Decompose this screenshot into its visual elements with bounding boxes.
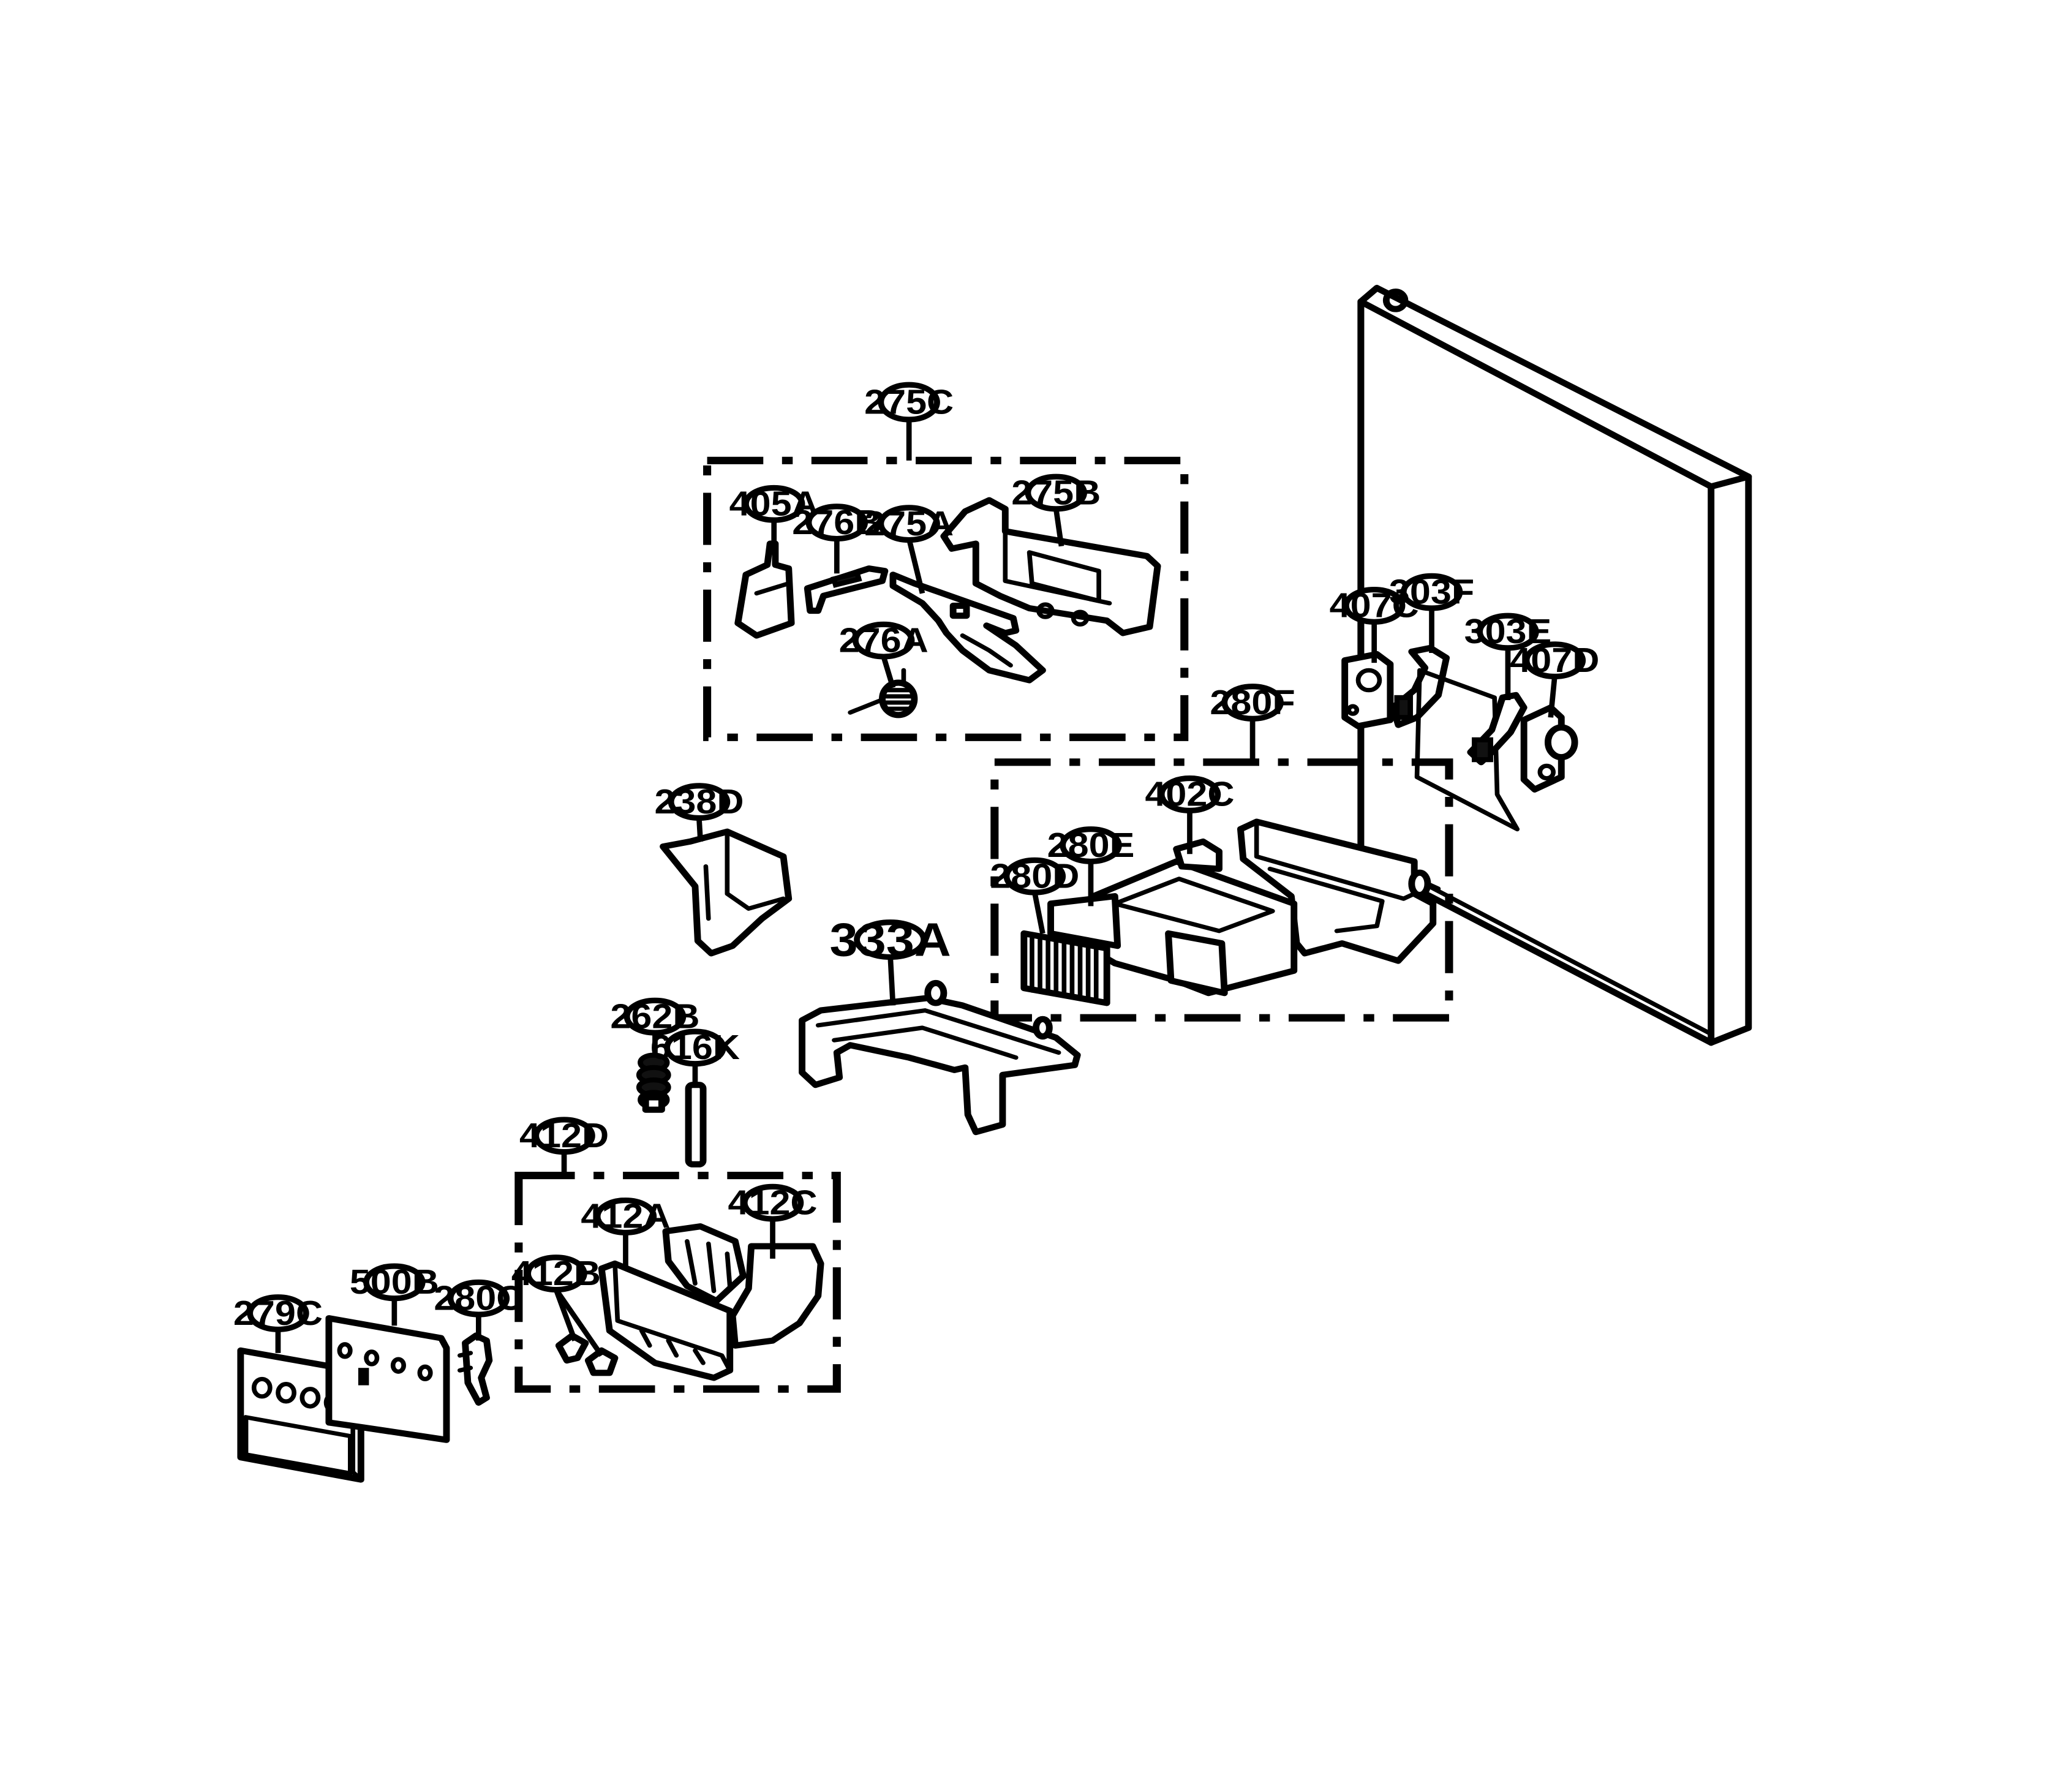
svg-text:412D: 412D [519, 1117, 609, 1155]
callout-275c: 275C [864, 382, 954, 423]
callout-402c: 402C [1145, 775, 1234, 814]
part-280d-filter [1020, 893, 1121, 1006]
part-616k [685, 1082, 707, 1167]
callout-280c: 280C [434, 1279, 523, 1318]
part-407c [1341, 651, 1394, 730]
svg-text:280E: 280E [1047, 826, 1135, 865]
part-405a [734, 540, 795, 639]
part-333a [799, 979, 1081, 1136]
part-412c [729, 1243, 824, 1349]
callout-303f: 303F [1389, 573, 1474, 611]
svg-text:500B: 500B [350, 1263, 439, 1302]
group-275c-box [703, 456, 1189, 741]
callout-303e: 303E [1464, 613, 1552, 651]
svg-text:303E: 303E [1464, 613, 1552, 651]
part-238d [660, 828, 793, 957]
svg-text:275B: 275B [1011, 473, 1101, 512]
part-262b [636, 1052, 671, 1113]
svg-text:275C: 275C [864, 383, 954, 421]
callout-276a: 276A [839, 621, 929, 660]
callout-262b: 262B [610, 997, 699, 1036]
callout-412d: 412D [519, 1117, 609, 1155]
part-276b [804, 565, 889, 614]
callout-412c: 412C [728, 1183, 817, 1222]
part-500b-panel [325, 1315, 450, 1443]
part-275a [889, 571, 1046, 684]
callout-412b: 412B [511, 1254, 601, 1293]
svg-text:280D: 280D [990, 857, 1079, 896]
callout-412a: 412A [581, 1197, 670, 1236]
part-412b [555, 1332, 619, 1376]
svg-text:616K: 616K [650, 1028, 740, 1067]
group-412d-box [514, 1172, 841, 1393]
callout-616k: 616K [650, 1028, 740, 1067]
svg-text:402C: 402C [1145, 775, 1234, 814]
callout-407d: 407D [1510, 641, 1599, 680]
svg-text:303F: 303F [1389, 573, 1474, 611]
part-402c [1237, 818, 1441, 964]
callout-333a: 333A [829, 913, 951, 966]
part-407d [1520, 704, 1578, 793]
callout-280d: 280D [990, 857, 1079, 896]
callout-407c: 407C [1330, 587, 1419, 625]
svg-text:276A: 276A [839, 621, 929, 660]
part-280c [457, 1332, 493, 1406]
svg-text:333A: 333A [829, 913, 951, 966]
svg-text:276B: 276B [792, 503, 881, 542]
callout-500b: 500B [350, 1263, 439, 1302]
leader-lines [275, 419, 1558, 1357]
svg-text:412C: 412C [728, 1183, 817, 1222]
callout-275a: 275A [864, 505, 954, 543]
callout-238d: 238D [654, 783, 744, 821]
svg-text:275A: 275A [864, 505, 954, 543]
callout-280f: 280F [1210, 684, 1295, 722]
callout-279c: 279C [233, 1294, 323, 1333]
part-412a-upper [662, 1223, 747, 1304]
callout-276b: 276B [792, 503, 881, 542]
svg-text:262B: 262B [610, 997, 699, 1036]
part-412a [598, 1260, 734, 1381]
svg-text:412A: 412A [581, 1197, 670, 1236]
group-280f-box [990, 758, 1453, 1022]
svg-text:405A: 405A [729, 485, 819, 523]
svg-text:280C: 280C [434, 1279, 523, 1318]
callout-405a: 405A [729, 485, 819, 523]
part-280e-tray [1090, 838, 1298, 997]
svg-text:280F: 280F [1210, 684, 1295, 722]
svg-text:279C: 279C [233, 1294, 323, 1333]
svg-text:412B: 412B [511, 1254, 601, 1293]
svg-text:238D: 238D [654, 783, 744, 821]
part-303e [1467, 692, 1528, 766]
part-276a-spring [848, 668, 918, 718]
callout-275b: 275B [1011, 473, 1101, 512]
svg-text:407D: 407D [1510, 641, 1599, 680]
callout-280e: 280E [1047, 826, 1135, 865]
part-275b [940, 497, 1161, 636]
